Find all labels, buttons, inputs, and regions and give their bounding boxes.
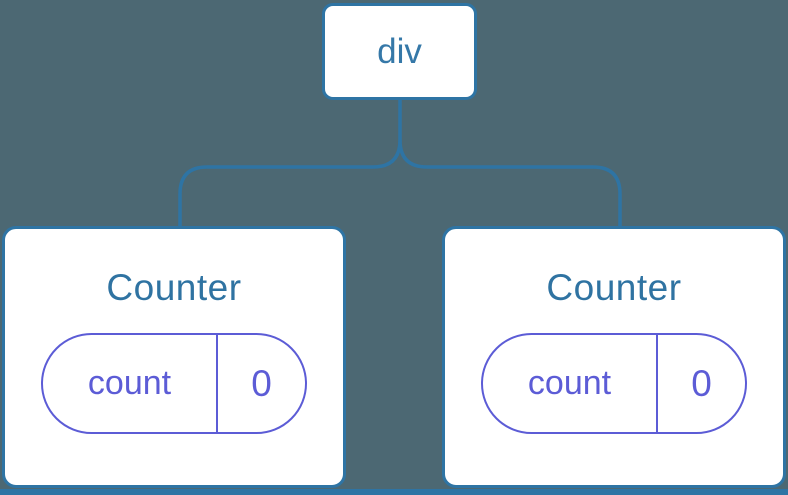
state-key: count [527,364,612,402]
component-title: Counter [546,267,682,308]
connector-root-to-left-child [178,100,402,228]
component-title: Counter [106,267,242,308]
state-value: 0 [216,335,305,432]
state-key: count [87,364,172,402]
state-pill: count 0 [481,333,747,434]
bottom-edge-line [0,489,788,495]
state-value: 0 [656,335,745,432]
component-card-left: Counter count 0 [2,226,346,488]
root-node: div [322,3,477,100]
root-node-label: div [377,31,422,71]
state-pill: count 0 [41,333,307,434]
component-card-right: Counter count 0 [442,226,786,488]
connector-root-to-right-child [398,139,622,228]
